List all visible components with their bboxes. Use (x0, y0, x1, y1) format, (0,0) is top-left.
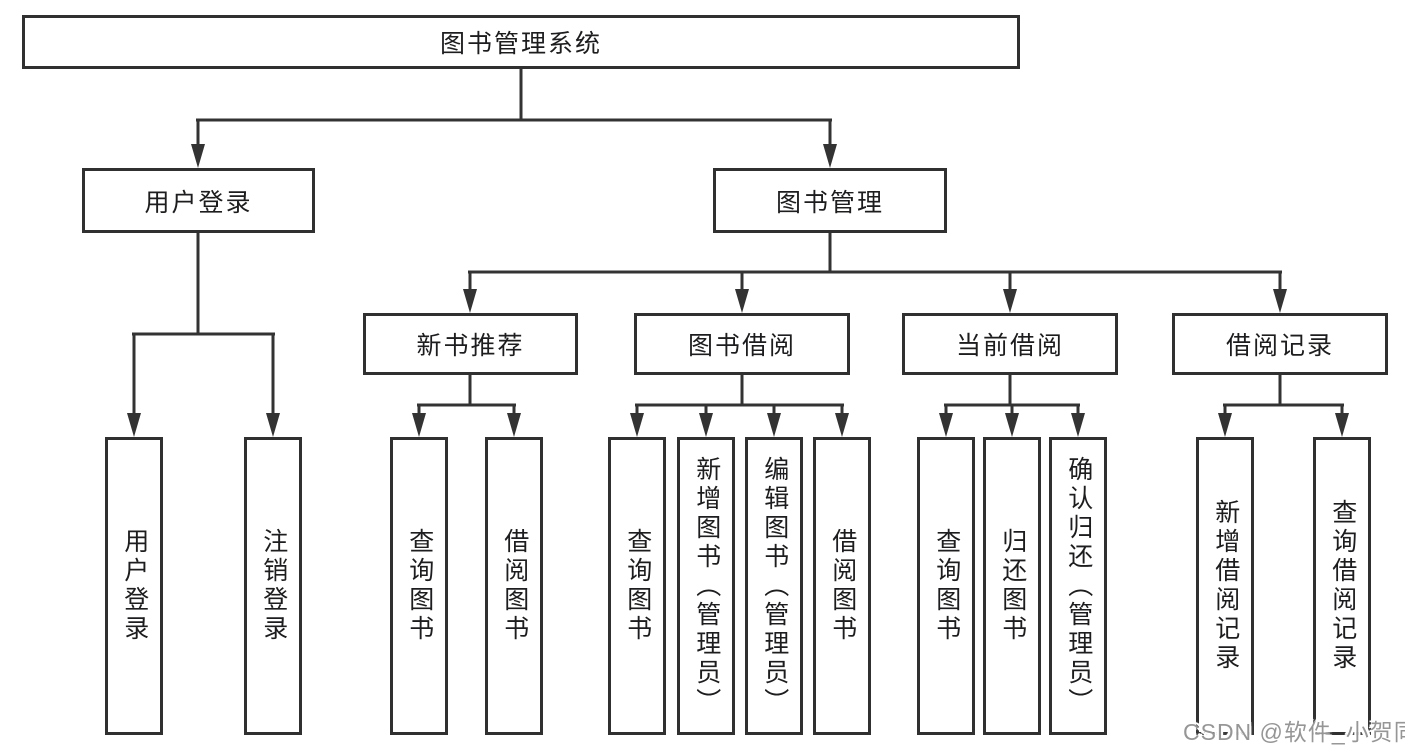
node-current-borrowing: 当前借阅 (902, 313, 1118, 375)
connector-userlogin-to-leaves (132, 233, 275, 418)
node-label: 新增借阅记录 (1211, 499, 1240, 673)
csdn-watermark: CSDN @软件_小贺同学 (1183, 719, 1405, 745)
node-label: 编辑图书（管理员） (760, 455, 789, 717)
leaf-edit-books-admin: 编辑图书（管理员） (745, 437, 803, 735)
arrow-down-icon (507, 413, 521, 437)
arrow-down-icon (699, 413, 713, 437)
leaf-borrow-books-1: 借阅图书 (485, 437, 543, 735)
leaf-confirm-return-admin: 确认归还（管理员） (1049, 437, 1107, 735)
node-book-management: 图书管理 (713, 168, 947, 233)
arrow-down-icon (266, 413, 280, 437)
leaf-user-login: 用户登录 (105, 437, 163, 735)
arrow-down-icon (1335, 413, 1349, 437)
arrow-down-icon (127, 413, 141, 437)
node-label: 图书管理 (775, 188, 884, 217)
arrow-down-icon (767, 413, 781, 437)
node-label: 查询借阅记录 (1328, 499, 1357, 673)
leaf-borrow-books-2: 借阅图书 (813, 437, 871, 735)
arrow-down-icon (1218, 413, 1232, 437)
arrow-down-icon (1071, 413, 1085, 437)
connector-bookmgmt-to-level2 (468, 233, 1282, 295)
leaf-return-books: 归还图书 (983, 437, 1041, 735)
arrow-down-icon (1003, 289, 1017, 313)
connector-newbook-to-leaves (417, 375, 516, 418)
node-user-login: 用户登录 (82, 168, 315, 233)
node-label: 注销登录 (259, 528, 288, 644)
arrow-down-icon (412, 413, 426, 437)
connector-root-to-level1 (196, 68, 832, 150)
node-label: 查询图书 (623, 528, 652, 644)
arrow-down-icon (835, 413, 849, 437)
node-label: 图书借阅 (687, 332, 796, 360)
arrow-down-icon (939, 413, 953, 437)
node-library-management-system: 图书管理系统 (22, 15, 1020, 69)
node-borrowing-records: 借阅记录 (1172, 313, 1388, 375)
connector-borrowrecords-to-leaves (1223, 375, 1344, 418)
node-label: 查询图书 (932, 528, 961, 644)
node-label: 图书管理系统 (439, 30, 602, 58)
arrow-down-icon (735, 289, 749, 313)
node-label: 查询图书 (405, 528, 434, 644)
leaf-query-books-2: 查询图书 (608, 437, 666, 735)
node-label: 借阅图书 (828, 528, 857, 644)
leaf-add-books-admin: 新增图书（管理员） (677, 437, 735, 735)
node-label: 借阅图书 (500, 528, 529, 644)
node-label: 归还图书 (998, 528, 1027, 644)
leaf-query-books-1: 查询图书 (390, 437, 448, 735)
node-new-book-recommend: 新书推荐 (363, 313, 578, 375)
leaf-logout: 注销登录 (244, 437, 302, 735)
node-label: 新书推荐 (416, 332, 525, 360)
node-label: 当前借阅 (955, 332, 1064, 360)
connector-currentborrow-to-leaves (944, 375, 1080, 418)
node-label: 确认归还（管理员） (1064, 455, 1093, 717)
arrow-down-icon (1005, 413, 1019, 437)
arrow-down-icon (191, 144, 205, 168)
leaf-query-books-3: 查询图书 (917, 437, 975, 735)
node-label: 借阅记录 (1225, 332, 1334, 360)
arrow-down-icon (463, 289, 477, 313)
arrow-down-icon (630, 413, 644, 437)
arrowheads (127, 144, 1349, 437)
leaf-add-borrow-record: 新增借阅记录 (1196, 437, 1254, 735)
leaf-query-borrow-record: 查询借阅记录 (1313, 437, 1371, 735)
arrow-down-icon (823, 144, 837, 168)
arrow-down-icon (1273, 289, 1287, 313)
node-label: 用户登录 (120, 528, 149, 644)
node-label: 新增图书（管理员） (692, 455, 721, 717)
connector-bookborrow-to-leaves (635, 375, 844, 418)
node-label: 用户登录 (144, 188, 253, 217)
node-book-borrowing: 图书借阅 (634, 313, 850, 375)
